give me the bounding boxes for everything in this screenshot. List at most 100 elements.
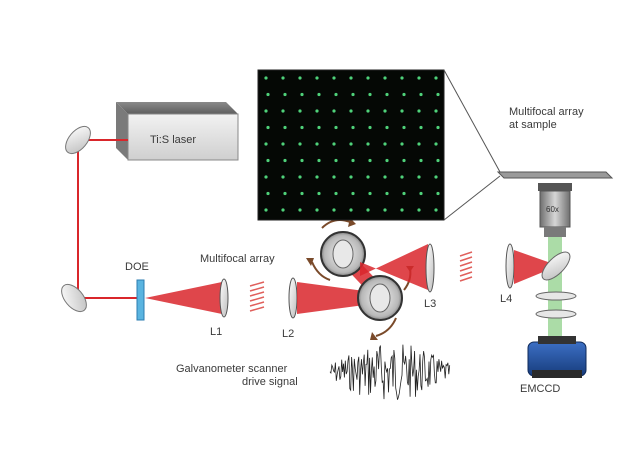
fluorescent-spot (264, 109, 268, 113)
fluorescent-spot (283, 92, 287, 97)
fluorescent-spot (402, 191, 406, 196)
lens-icon (288, 277, 298, 319)
fluorescent-spot (400, 142, 404, 146)
beam-cone (145, 282, 222, 314)
fluorescent-spot (266, 92, 270, 97)
fluorescent-spot (417, 76, 421, 80)
fluorescent-spot (351, 92, 355, 97)
fluorescent-spot (366, 76, 370, 80)
beamlets (459, 251, 473, 282)
filter-icon (535, 309, 577, 319)
beam-cone (297, 282, 372, 314)
fluorescent-spot (315, 208, 319, 212)
fluorescent-spot (281, 208, 285, 212)
fluorescent-spot (266, 191, 270, 196)
fluorescent-spot (281, 109, 285, 113)
fluorescent-spot (351, 191, 355, 196)
galvo-mirror-icon (357, 275, 403, 321)
fluorescent-spot (368, 92, 372, 97)
fluorescent-spot (383, 109, 387, 113)
fluorescent-spot (317, 125, 321, 130)
fluorescent-spot (283, 158, 287, 163)
fluorescent-spot (349, 208, 353, 212)
fluorescent-spot (300, 158, 304, 163)
fluorescent-spot (315, 175, 319, 179)
fluorescent-spot (419, 125, 423, 130)
multifocal-array-image (257, 69, 445, 221)
fluorescent-spot (349, 175, 353, 179)
lens-icon (219, 278, 229, 318)
fluorescent-spot (283, 191, 287, 196)
fluorescent-spot (349, 142, 353, 146)
fluorescent-spot (349, 109, 353, 113)
fluorescent-spot (383, 208, 387, 212)
fluorescent-spot (385, 125, 389, 130)
fluorescent-spot (334, 125, 338, 130)
fluorescent-spot (366, 142, 370, 146)
fluorescent-spot (281, 142, 285, 146)
fluorescent-spot (332, 109, 336, 113)
fluorescent-spot (317, 191, 321, 196)
fluorescent-spot (402, 92, 406, 97)
fluorescent-spot (334, 158, 338, 163)
fluorescent-spot (434, 109, 438, 113)
sample-array-label-line2: at sample (509, 119, 557, 131)
laser-beam (77, 139, 140, 299)
sample-array-label-line1: Multifocal array (509, 106, 584, 118)
fluorescent-spot (434, 175, 438, 179)
beam-cone (514, 250, 548, 284)
fluorescent-spot (417, 109, 421, 113)
fluorescent-spot (434, 142, 438, 146)
laser-label: Ti:S laser (150, 134, 196, 146)
objective-label: 60x (546, 205, 559, 214)
fluorescent-spot (417, 175, 421, 179)
fluorescent-spot (334, 92, 338, 97)
fluorescent-spot (417, 208, 421, 212)
fluorescent-spot (317, 92, 321, 97)
laser-box-icon (116, 102, 239, 161)
fluorescent-spot (385, 92, 389, 97)
fluorescent-spot (366, 109, 370, 113)
galvo-mirror-icon (320, 231, 366, 277)
dichroic-mirror-icon (541, 251, 571, 281)
fluorescent-spot (436, 125, 440, 130)
fluorescent-spot (298, 76, 302, 80)
sample-plate (496, 171, 614, 179)
lens-l1-label: L1 (210, 326, 222, 338)
fluorescent-spot (351, 125, 355, 130)
fluorescent-spot (366, 175, 370, 179)
fluorescent-spot (351, 158, 355, 163)
emccd-label: EMCCD (520, 383, 560, 395)
fluorescent-spot (402, 158, 406, 163)
fluorescent-spot (368, 158, 372, 163)
fluorescent-spot (298, 175, 302, 179)
fluorescent-spot (385, 158, 389, 163)
fluorescent-spot (298, 142, 302, 146)
lens-l3-label: L3 (424, 298, 436, 310)
fluorescent-spot (332, 76, 336, 80)
fluorescent-spot (315, 142, 319, 146)
fluorescent-spot (385, 191, 389, 196)
galvo-drive-signal-waveform (329, 344, 451, 400)
fluorescent-spot (334, 191, 338, 196)
fluorescent-spot (419, 158, 423, 163)
fluorescent-spot (266, 125, 270, 130)
fluorescent-spot (264, 208, 268, 212)
filter-icon (535, 291, 577, 301)
fluorescent-spot (300, 191, 304, 196)
fluorescent-spot (332, 142, 336, 146)
fluorescent-spot (402, 125, 406, 130)
fluorescent-spot-grid (264, 76, 440, 212)
fluorescent-spot (400, 208, 404, 212)
fluorescent-spot (315, 76, 319, 80)
fluorescent-spot (315, 109, 319, 113)
fluorescent-spot (298, 208, 302, 212)
galvo-label-line2: drive signal (242, 376, 298, 388)
fluorescent-spot (283, 125, 287, 130)
inset-connector (443, 69, 501, 221)
fluorescent-spot (264, 175, 268, 179)
lens-l2-label: L2 (282, 328, 294, 340)
mirror-icon (61, 283, 87, 313)
fluorescent-spot (383, 175, 387, 179)
